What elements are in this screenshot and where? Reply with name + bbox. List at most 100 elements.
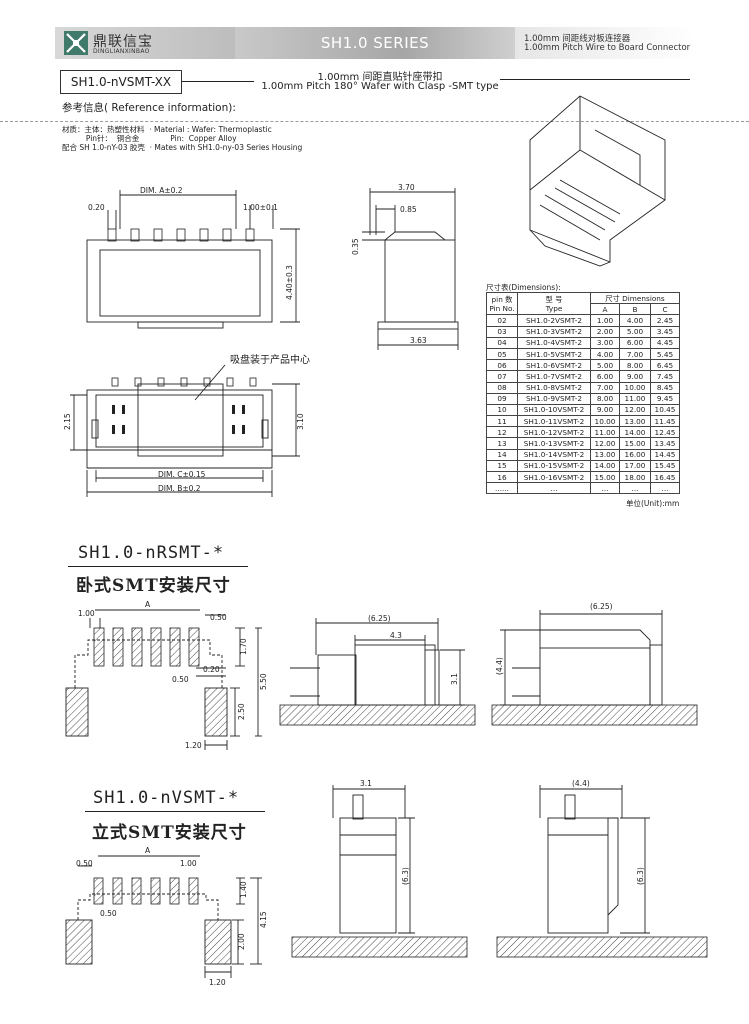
table-cell: 1.00 — [590, 314, 620, 327]
dim-c-label: DIM. C±0.15 — [158, 470, 206, 479]
table-cell: SH1.0-15VSMT-2 — [517, 459, 591, 473]
vsmt-gap-label: 0.50 — [100, 909, 117, 918]
col-type-en: Type — [545, 303, 563, 313]
table-cell: 13 — [486, 437, 518, 450]
col-a: A — [590, 303, 620, 316]
table-cell: 5.00 — [590, 359, 620, 372]
table-cell: 12 — [486, 426, 518, 439]
table-cell: 7.45 — [650, 370, 680, 383]
table-cell: SH1.0-2VSMT-2 — [517, 314, 591, 327]
tagline-cn: 1.00mm 间距线对板连接器 — [524, 34, 631, 44]
table-cell: 14.45 — [650, 448, 680, 461]
table-cell: SH1.0-9VSMT-2 — [517, 392, 591, 405]
rsmt-side1-inner: 4.3 — [390, 631, 402, 640]
table-cell: 13.45 — [650, 437, 680, 450]
vsmt-side2-width: (4.4) — [572, 779, 590, 788]
vsmt-side-view-1 — [291, 785, 468, 958]
material-line: 配合 SH 1.0-nY-03 胶壳 · Mates with SH1.0-ny… — [62, 143, 303, 152]
pin-width-label: 0.20 — [88, 203, 105, 212]
table-cell: 9.45 — [650, 392, 680, 405]
product-title-en: 1.00mm Pitch 180° Wafer with Clasp -SMT … — [261, 81, 499, 92]
table-cell: SH1.0-13VSMT-2 — [517, 437, 591, 450]
logo-icon — [64, 31, 88, 55]
vsmt-side-view-2 — [496, 785, 708, 958]
table-cell: 10.00 — [619, 381, 651, 394]
col-c: C — [650, 303, 680, 316]
rsmt-side1-height: 3.1 — [450, 673, 459, 685]
table-cell: 10.45 — [650, 403, 680, 417]
dim-b-label: DIM. B±0.2 — [158, 484, 201, 493]
pad-hatching — [66, 628, 707, 964]
side-view-drawing — [362, 188, 459, 350]
rsmt-pcb-layout — [65, 609, 262, 750]
vsmt-heading: SH1.0-nVSMT-* — [93, 788, 240, 808]
table-cell: 05 — [486, 347, 518, 361]
table-cell: 11 — [486, 415, 518, 428]
table-cell: SH1.0-10VSMT-2 — [517, 403, 591, 417]
vsmt-side1-width: 3.1 — [360, 779, 372, 788]
table-cell: 15 — [486, 459, 518, 473]
header-right-fill — [515, 27, 695, 59]
table-cell: ...... — [486, 482, 518, 495]
table-cell: 3.45 — [650, 325, 680, 338]
table-cell: 16.45 — [650, 470, 680, 484]
front-view-drawing — [86, 190, 300, 329]
product-title-cn: 1.00mm 间距直贴针座带扣 — [317, 72, 443, 83]
rsmt-pad-height: 1.70 — [239, 638, 248, 655]
table-cell: 7.00 — [619, 347, 651, 361]
table-cell: SH1.0-4VSMT-2 — [517, 336, 591, 349]
rsmt-side2-total: (6.25) — [590, 602, 613, 611]
col-type: 型 号 — [545, 294, 563, 304]
table-cell: 9.00 — [619, 370, 651, 383]
table-cell: 8.00 — [590, 392, 620, 405]
table-cell: 6.00 — [619, 336, 651, 349]
table-cell: 5.00 — [619, 325, 651, 338]
table-cell: 13.00 — [590, 448, 620, 461]
table-cell: SH1.0-7VSMT-2 — [517, 370, 591, 383]
table-cell: 12.00 — [590, 437, 620, 450]
side-height-label: 0.35 — [351, 238, 360, 255]
dashed-divider — [0, 121, 749, 122]
table-cell: 4.45 — [650, 336, 680, 349]
vsmt-total-height: 4.15 — [259, 911, 268, 928]
bottom-view-drawing — [70, 364, 300, 497]
table-cell: 2.45 — [650, 314, 680, 327]
series-title: SH1.0 SERIES — [320, 34, 430, 52]
rsmt-side1-total: (6.25) — [368, 614, 391, 623]
table-cell: 14.00 — [619, 426, 651, 439]
table-cell: 16.00 — [619, 448, 651, 461]
table-cell: 7.00 — [590, 381, 620, 394]
side-offset-label: 0.85 — [400, 205, 417, 214]
vsmt-pitch-label: 1.00 — [180, 859, 197, 868]
col-dimensions: 尺寸 Dimensions — [590, 291, 680, 305]
table-cell: 14 — [486, 448, 518, 461]
table-cell: 11.00 — [619, 392, 651, 405]
isometric-view-drawing — [529, 95, 666, 267]
table-cell: 12.45 — [650, 426, 680, 439]
logo-name-en: DINGLIANXINBAO — [93, 48, 150, 55]
table-cell: 15.00 — [619, 437, 651, 450]
rsmt-a-label: A — [145, 600, 151, 609]
table-cell: SH1.0-14VSMT-2 — [517, 448, 591, 461]
table-cell: 13.00 — [619, 415, 651, 428]
table-cell: 14.00 — [590, 459, 620, 473]
col-pin-en: Pin No. — [489, 303, 515, 313]
pitch-label: 1.00±0.1 — [243, 203, 278, 212]
logo-name-cn: 鼎联信宝 — [93, 34, 153, 50]
rsmt-gap-label: 0.20 — [203, 665, 220, 674]
table-cell: 12.00 — [619, 403, 651, 417]
table-cell: SH1.0-5VSMT-2 — [517, 347, 591, 361]
rsmt-width-label: 0.50 — [210, 613, 227, 622]
rsmt-heading-cn: 卧式SMT安装尺寸 — [76, 576, 231, 596]
unit-note: 单位(Unit):mm — [626, 499, 680, 508]
bottom-left-height: 2.15 — [63, 413, 72, 430]
table-cell: SH1.0-16VSMT-2 — [517, 470, 591, 484]
vsmt-side2-height: (6.3) — [636, 867, 645, 885]
side-base-label: 3.63 — [410, 336, 427, 345]
